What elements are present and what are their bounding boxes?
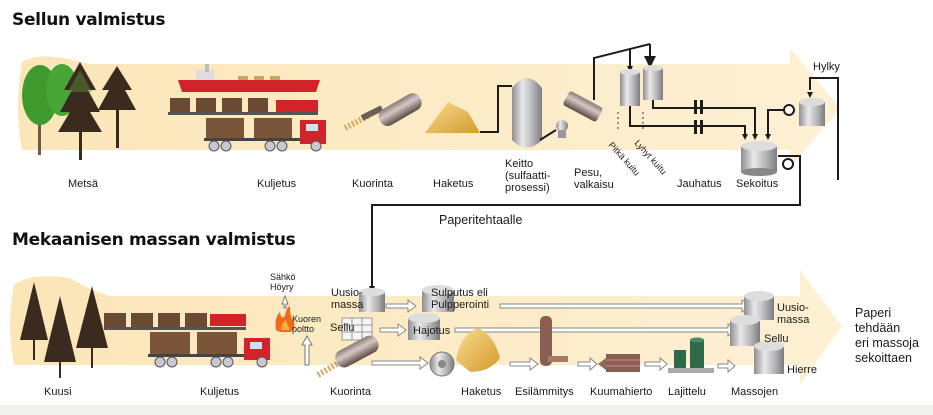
arrowhead xyxy=(647,62,653,68)
spruce-trees xyxy=(20,282,108,378)
storage-tank-groundwood xyxy=(754,341,784,374)
storage-label-groundwood: Hierre xyxy=(787,364,817,376)
stage-label-spruce: Kuusi xyxy=(44,386,72,398)
storage-tank-pulp xyxy=(730,315,760,346)
disintegration-label: Hajotus xyxy=(413,325,451,337)
pulp-input-label: Sellu xyxy=(330,322,355,334)
wood-chips-pile xyxy=(425,102,480,133)
stage-label-debarking-mech: Kuorinta xyxy=(330,386,371,398)
hot-grinder xyxy=(598,354,640,372)
stage-label-debarking: Kuorinta xyxy=(352,178,393,190)
arrowhead xyxy=(807,92,813,98)
refiner-plates xyxy=(694,100,703,134)
pump-valve xyxy=(782,158,794,170)
chipper-machine xyxy=(429,351,455,377)
mixing-tank xyxy=(741,141,777,176)
stage-label-transport-mech: Kuljetus xyxy=(200,386,240,398)
storage-label-recycled: Uusio- massa xyxy=(777,302,810,326)
disintegration-tank xyxy=(408,313,440,340)
energy-outputs-label: Sähkö Höyry xyxy=(270,272,296,292)
washing-unit xyxy=(563,91,603,122)
mechanical-section-title: Mekaanisen massan valmistus xyxy=(12,230,296,250)
recycled-pulp-bale xyxy=(359,288,385,312)
arrowhead xyxy=(765,134,771,140)
stage-label-hot-grinding: Kuumahierto xyxy=(590,386,653,398)
result-text: Paperi tehdään eri massoja sekoittaen xyxy=(855,306,919,365)
long-fiber-tank xyxy=(620,69,640,106)
arrowhead xyxy=(742,134,748,140)
short-fiber-tank xyxy=(643,65,663,100)
to-paper-mill-label: Paperitehtaalle xyxy=(439,213,523,227)
stage-label-refining: Jauhatus xyxy=(677,178,722,190)
debarking-drum-bottom xyxy=(316,335,379,378)
wood-chips-pile-bottom xyxy=(456,328,500,372)
mechanical-transport-vehicles xyxy=(104,313,270,368)
recycled-input-label: Uusio- massa xyxy=(331,287,364,311)
stage-label-screening: Lajittelu xyxy=(668,386,706,398)
stage-label-chipping: Haketus xyxy=(433,178,474,190)
forest-trees xyxy=(22,62,136,160)
arrowhead xyxy=(752,134,758,140)
stage-label-preheating: Esilämmitys xyxy=(515,386,574,398)
pulp-transport-vehicles xyxy=(168,64,326,152)
stage-label-washing: Pesu, valkaisu xyxy=(574,167,614,191)
storage-label-pulp: Sellu xyxy=(764,333,789,345)
stage-label-mixing: Sekoitus xyxy=(736,178,779,190)
pulp-section-title: Sellun valmistus xyxy=(12,10,166,30)
stage-label-pulps: Massojen xyxy=(731,386,779,398)
digester xyxy=(480,78,568,148)
preheater xyxy=(540,316,568,366)
debarking-drum xyxy=(343,93,422,131)
bark-burning-fire xyxy=(275,306,295,332)
pulper-tank xyxy=(422,285,454,312)
up-arrow-outputs xyxy=(281,294,313,366)
pump-valve xyxy=(783,104,795,116)
stage-label-cooking: Keitto (sulfaatti- prosessi) xyxy=(505,158,551,194)
pulp-sheet-stack xyxy=(341,317,373,341)
stage-label-forest: Metsä xyxy=(68,178,98,190)
reject-label: Hylky xyxy=(813,61,840,73)
footer-strip xyxy=(0,405,933,415)
bark-burning-label: Kuoren poltto xyxy=(292,314,322,334)
screening-unit xyxy=(668,337,714,373)
stage-label-chipping-mech: Haketus xyxy=(461,386,502,398)
reject-tank xyxy=(799,98,825,126)
stage-label-transport: Kuljetus xyxy=(257,178,297,190)
pulping-label: Sulputus eli Pulpperointi xyxy=(431,287,490,311)
